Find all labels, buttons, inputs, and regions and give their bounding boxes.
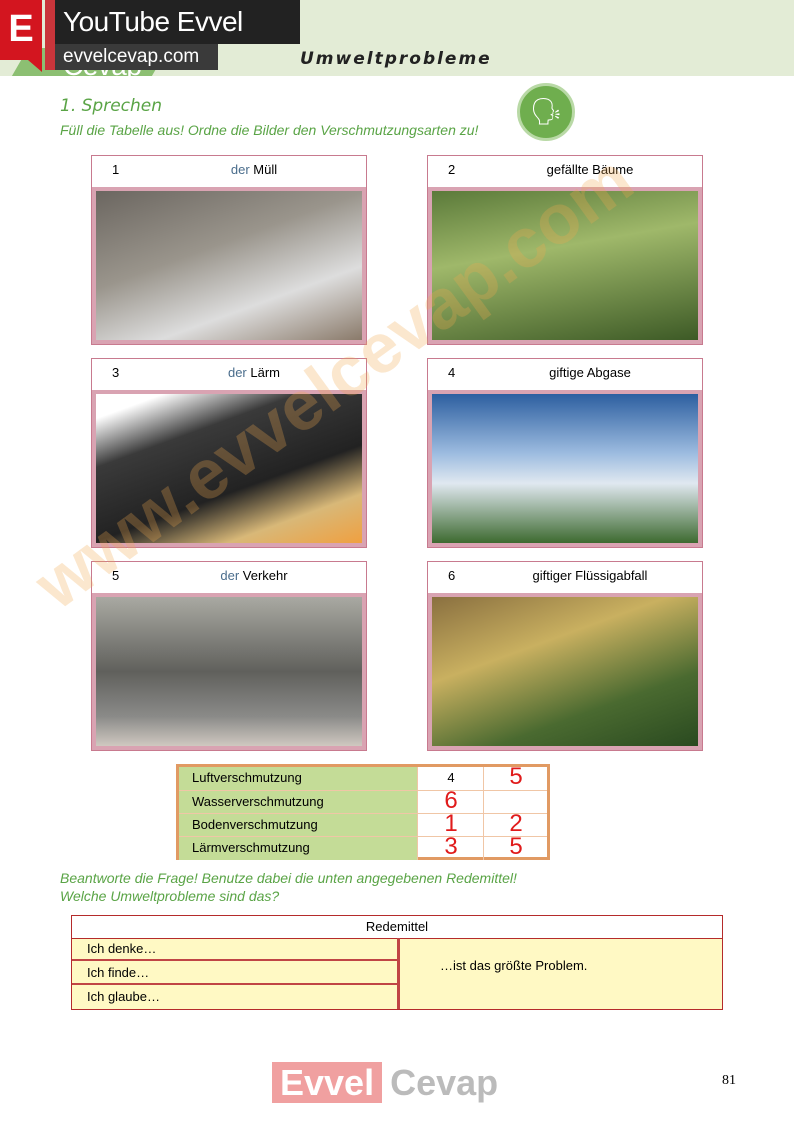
card-number: 2 bbox=[448, 162, 456, 177]
site-link[interactable]: evvelcevap.com bbox=[55, 44, 218, 70]
evvel-logo-icon: E bbox=[0, 0, 42, 72]
pollution-type: Lärmverschmutzung bbox=[179, 837, 417, 860]
redemittel-title: Redemittel bbox=[72, 916, 722, 939]
card-label: giftiger Flüssigabfall bbox=[428, 562, 702, 589]
card-photo bbox=[96, 191, 362, 340]
card-header: 2 gefällte Bäume bbox=[428, 156, 702, 187]
section-title: 1. Sprechen bbox=[60, 96, 163, 116]
card-label: der Lärm bbox=[92, 359, 366, 386]
pollution-type: Wasserverschmutzung bbox=[179, 791, 417, 814]
card-photo bbox=[432, 191, 698, 340]
card-header: 6 giftiger Flüssigabfall bbox=[428, 562, 702, 593]
card-text: Lärm bbox=[250, 365, 281, 380]
card-number: 6 bbox=[448, 568, 456, 583]
pollution-type: Bodenverschmutzung bbox=[179, 814, 417, 837]
card-label: gefällte Bäume bbox=[428, 156, 702, 183]
card-text: giftiger Flüssigabfall bbox=[532, 568, 648, 583]
redemittel-left-3: Ich glaube… bbox=[87, 989, 160, 1004]
card-number: 3 bbox=[112, 365, 120, 380]
card-article: der bbox=[230, 162, 250, 177]
card-text: Müll bbox=[253, 162, 278, 177]
pollution-type: Luftverschmutzung bbox=[179, 767, 417, 790]
redemittel-right: …ist das größte Problem. bbox=[397, 938, 722, 1009]
question-line-1: Beantworte die Frage! Benutze dabei die … bbox=[60, 870, 517, 886]
card-number: 4 bbox=[448, 365, 456, 380]
redemittel-left-1: Ich denke… bbox=[72, 938, 397, 961]
answer-cell-1[interactable]: 1 bbox=[417, 812, 484, 837]
picture-card: 6 giftiger Flüssigabfall bbox=[427, 561, 703, 751]
question-line-2: Welche Umweltprobleme sind das? bbox=[60, 888, 280, 904]
card-label: giftige Abgase bbox=[428, 359, 702, 386]
card-article: der bbox=[227, 365, 247, 380]
card-label: der Verkehr bbox=[92, 562, 366, 589]
answer-cell-1[interactable]: 6 bbox=[417, 789, 484, 814]
card-photo bbox=[432, 394, 698, 543]
card-photo bbox=[432, 597, 698, 746]
answer-cell-1[interactable]: 4 bbox=[417, 767, 484, 790]
card-header: 4 giftige Abgase bbox=[428, 359, 702, 390]
redemittel-left-2: Ich finde… bbox=[72, 962, 397, 985]
card-photo bbox=[96, 597, 362, 746]
card-photo bbox=[96, 394, 362, 543]
answer-cell-2[interactable]: 5 bbox=[483, 835, 548, 860]
card-number: 5 bbox=[112, 568, 120, 583]
logo-bar bbox=[45, 0, 55, 70]
footer-logo-a: Evvel bbox=[272, 1062, 383, 1103]
card-label: der Müll bbox=[92, 156, 366, 183]
youtube-banner: YouTube Evvel Cevap bbox=[55, 0, 300, 81]
footer-logo-b: Cevap bbox=[390, 1062, 499, 1103]
picture-card: 4 giftige Abgase bbox=[427, 358, 703, 548]
card-number: 1 bbox=[112, 162, 120, 177]
unit-title: Umweltprobleme bbox=[300, 49, 492, 69]
speaking-icon: 🗣 bbox=[517, 83, 575, 141]
card-text: gefällte Bäume bbox=[546, 162, 634, 177]
instruction: Füll die Tabelle aus! Ordne die Bilder d… bbox=[60, 122, 479, 138]
card-article: der bbox=[220, 568, 240, 583]
card-text: giftige Abgase bbox=[549, 365, 631, 380]
answer-cell-2[interactable] bbox=[483, 791, 548, 814]
redemittel-table: Redemittel Ich denke… Ich finde… Ich gla… bbox=[71, 915, 723, 1010]
answer-cell-2[interactable]: 2 bbox=[483, 812, 548, 837]
question: Beantworte die Frage! Benutze dabei die … bbox=[60, 869, 517, 905]
answer-cell-1[interactable]: 3 bbox=[417, 835, 484, 860]
answer-cell-2[interactable]: 5 bbox=[483, 765, 548, 790]
page-number: 81 bbox=[722, 1073, 736, 1088]
picture-card: 2 gefällte Bäume bbox=[427, 155, 703, 345]
card-text: Verkehr bbox=[242, 568, 288, 583]
